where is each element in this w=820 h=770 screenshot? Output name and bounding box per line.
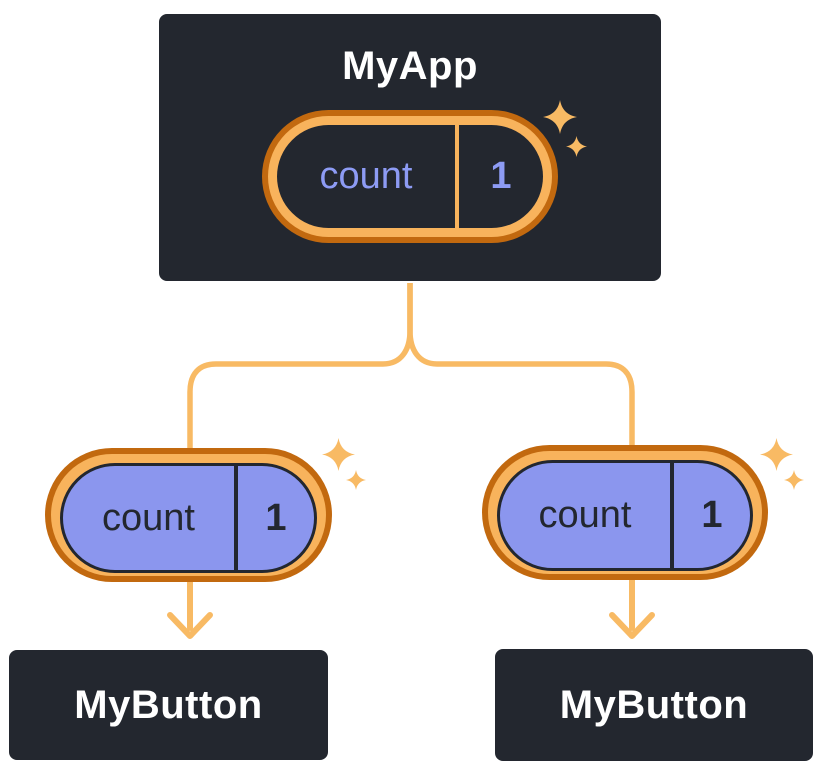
sparkle-icon — [543, 100, 577, 134]
component-title: MyApp — [342, 44, 478, 88]
component-node-mybutton-right: MyButton — [493, 647, 815, 763]
sparkle-icon — [566, 136, 587, 157]
props-pill-left: count 1 — [51, 454, 326, 576]
state-name: count — [319, 155, 413, 197]
component-title: MyButton — [74, 682, 263, 727]
state-pill-root: count 1 — [268, 116, 552, 237]
prop-value: 1 — [701, 494, 723, 536]
props-pill-right: count 1 — [488, 451, 762, 574]
sparkle-icon — [346, 470, 366, 490]
sparkle-icon — [322, 438, 355, 471]
component-node-mybutton-left: MyButton — [7, 648, 330, 762]
prop-value: 1 — [265, 496, 287, 539]
connector-left-branch — [187, 283, 413, 452]
down-arrow-icon — [167, 579, 213, 639]
sparkle-icon — [784, 470, 804, 490]
pill-divider — [670, 463, 674, 568]
state-pill-interior: count 1 — [277, 125, 543, 228]
sparkle-icon — [760, 438, 793, 471]
pill-divider — [455, 125, 459, 228]
props-pill-interior: count 1 — [497, 460, 753, 571]
state-value: 1 — [490, 155, 512, 197]
prop-name: count — [538, 494, 632, 536]
prop-name: count — [102, 496, 195, 539]
component-title: MyButton — [559, 682, 749, 727]
pill-divider — [234, 466, 238, 570]
props-pill-interior: count 1 — [60, 463, 317, 573]
down-arrow-icon — [609, 577, 655, 639]
connector-right-branch — [407, 283, 635, 450]
